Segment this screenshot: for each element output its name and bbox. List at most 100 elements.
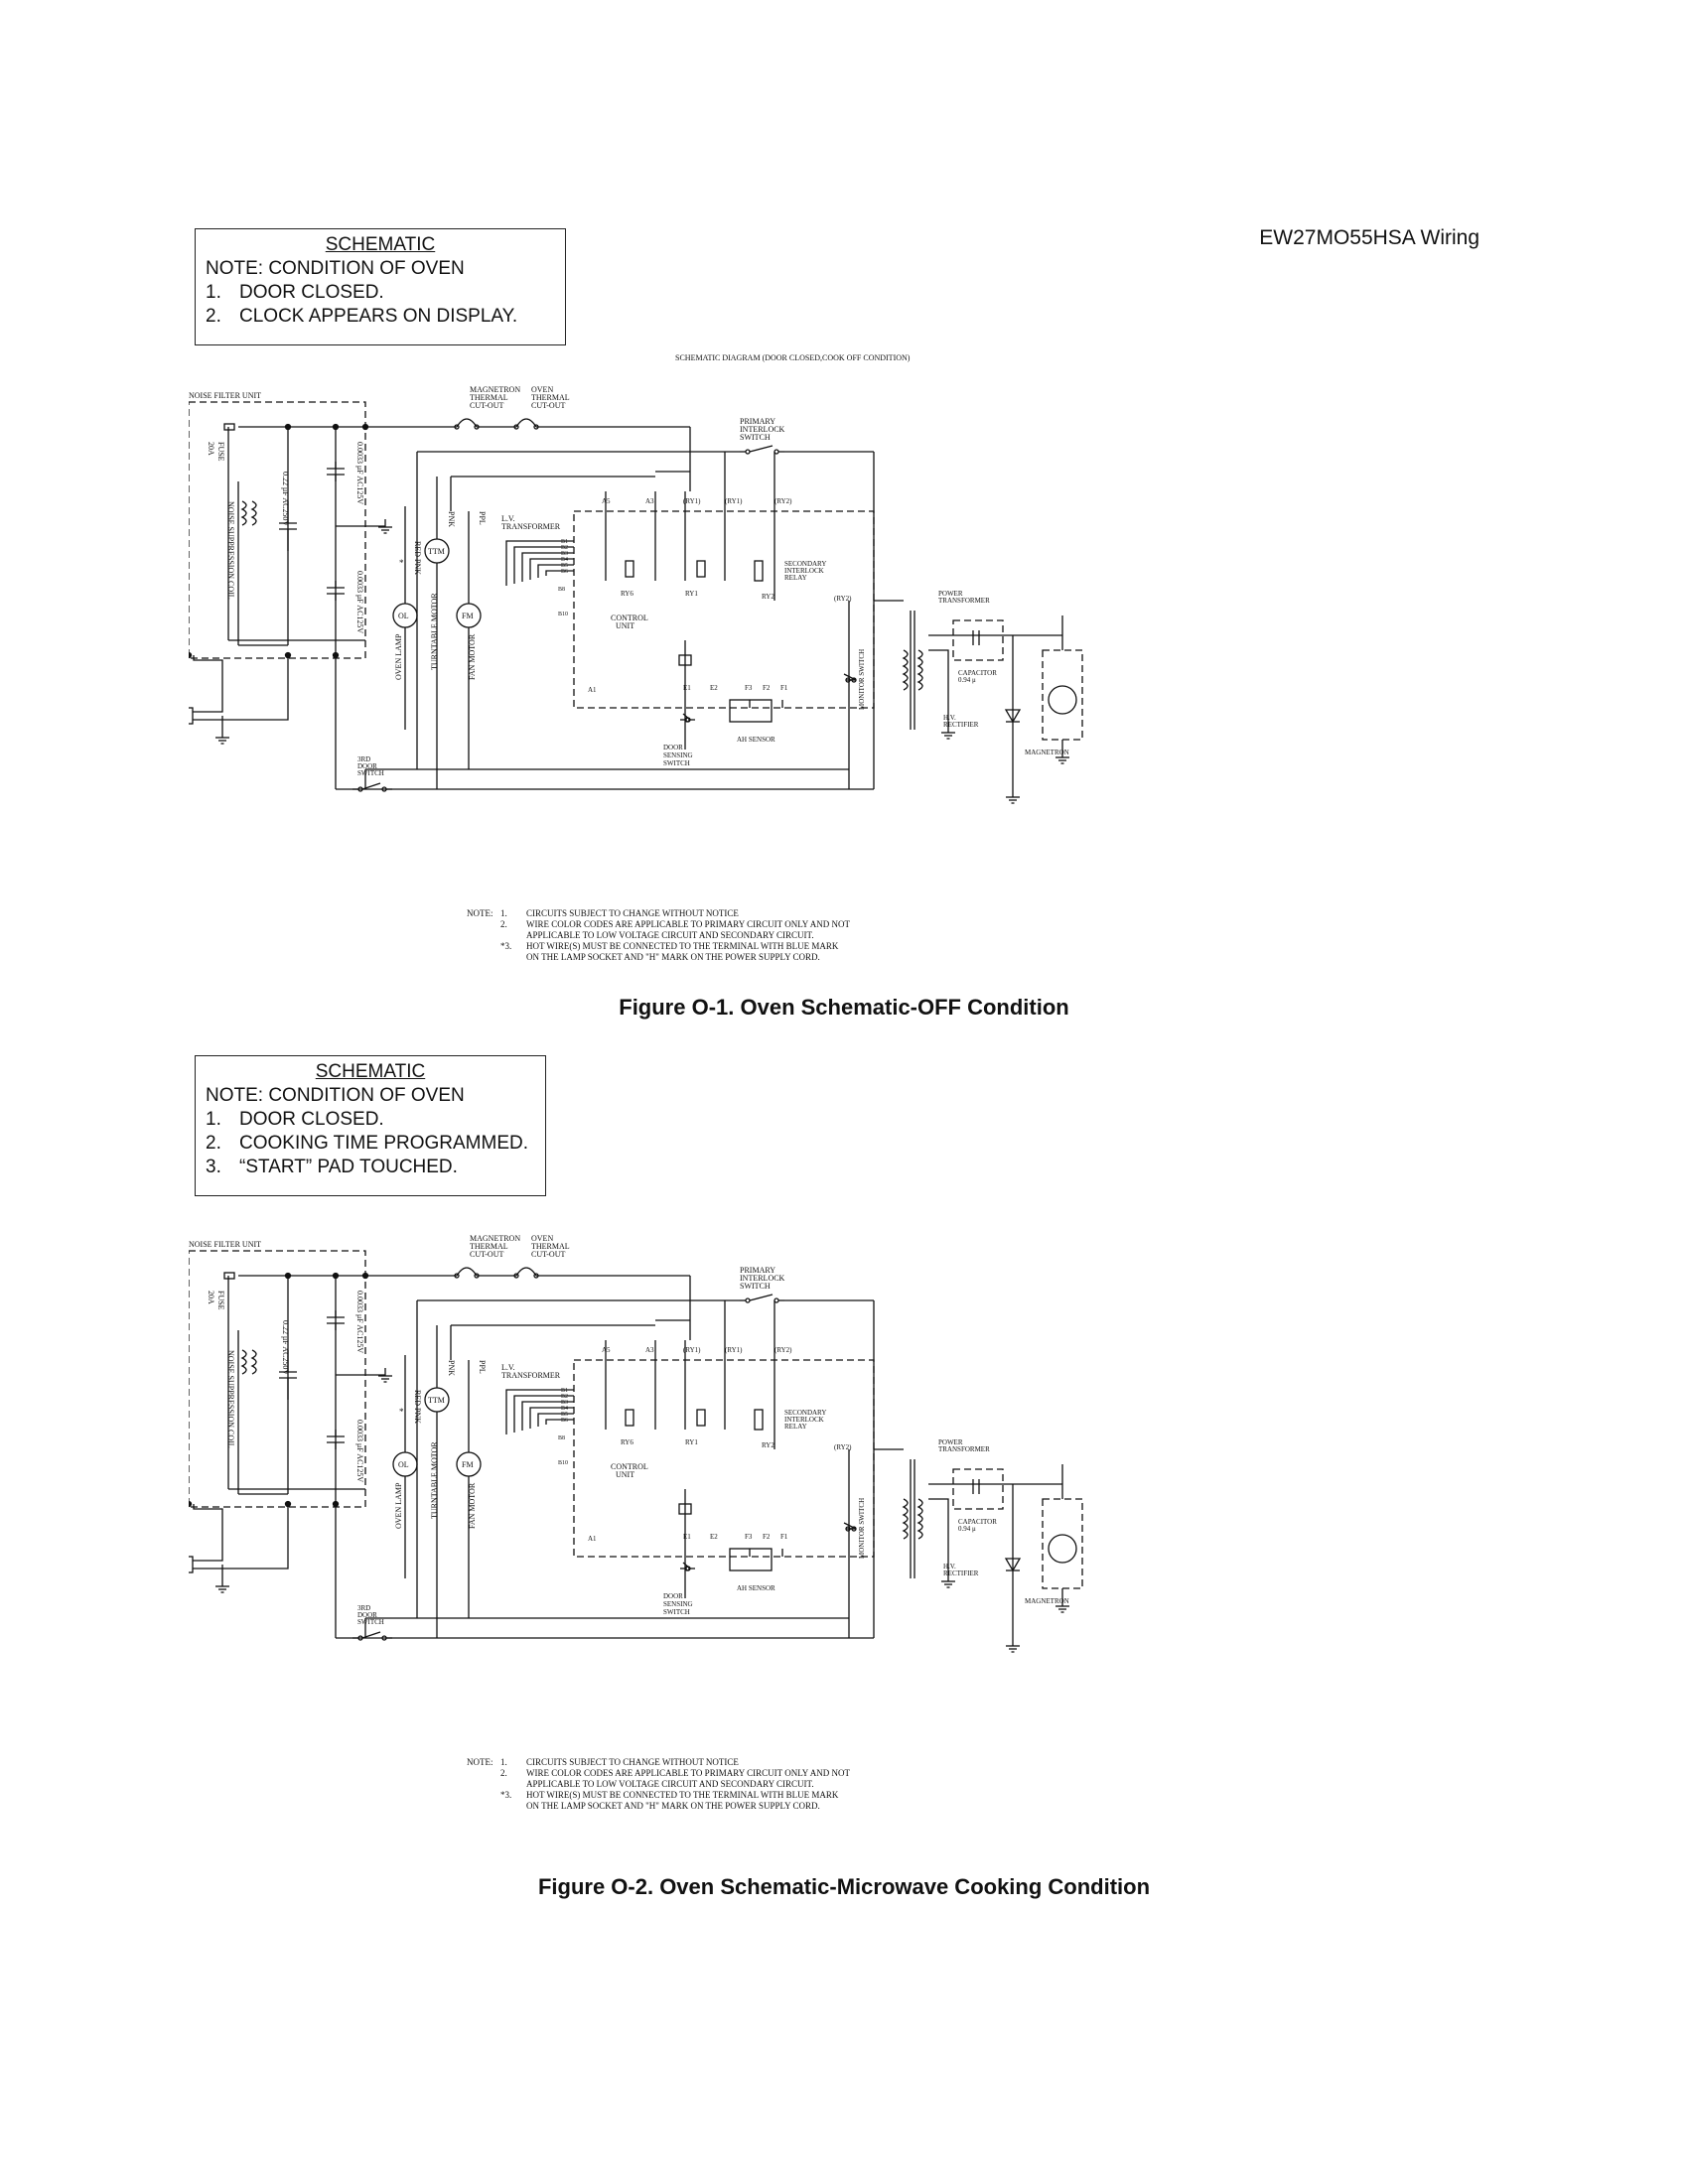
component-label: (RY1) [683, 1346, 701, 1354]
note-item-text: COOKING TIME PROGRAMMED. [239, 1133, 529, 1154]
component-label: 0.22 μF AC250V [281, 472, 290, 526]
component-label: F2 [763, 684, 771, 692]
component-label: RY1 [685, 1438, 698, 1446]
component-label: TTM [428, 1396, 445, 1405]
component-label: THERMAL [531, 393, 570, 402]
relay-coil-ry6 [625, 560, 634, 578]
component-label: L.V. [501, 514, 515, 523]
note-text: HOT WIRE(S) MUST BE CONNECTED TO THE TER… [526, 941, 839, 951]
note-item: 1. DOOR CLOSED. [206, 281, 555, 305]
component-label: TURNTABLE MOTOR [430, 593, 439, 670]
wire [843, 673, 857, 681]
schematic-svg: SCHEMATIC DIAGRAM (DOOR CLOSED,COOK OFF … [189, 353, 1083, 804]
power-plug [189, 1556, 194, 1573]
hot-wire-marker: * [399, 558, 404, 568]
magnetron-box [1042, 649, 1083, 741]
hv-rectifier-diode [1004, 1558, 1022, 1572]
component-label: RY2 [762, 593, 774, 601]
component-label: H.V. [943, 1563, 956, 1570]
component-label: B3 [561, 551, 568, 557]
component-label: PRIMARY [740, 417, 775, 426]
component-label: RED PNK [413, 541, 422, 575]
schematic-note-box: SCHEMATIC NOTE: CONDITION OF OVEN 1. DOO… [195, 228, 566, 345]
junction-dot [284, 423, 292, 431]
control-unit [573, 510, 875, 709]
component-label: SWITCH [740, 433, 771, 442]
terminal [513, 1273, 519, 1279]
component-label: (RY1) [725, 497, 743, 505]
note-item-text: “START” PAD TOUCHED. [239, 1157, 458, 1177]
component-label: MAGNETRON [470, 1234, 520, 1243]
component-label: (RY1) [683, 497, 701, 505]
component-label: RELAY [784, 1423, 807, 1431]
component-label: A3 [645, 1346, 654, 1354]
noise-filter-label: NOISE FILTER UNIT [189, 391, 261, 400]
component-label: AH SENSOR [737, 736, 775, 744]
component-label: OVEN LAMP [394, 633, 403, 680]
component-label: F1 [780, 684, 788, 692]
note-text: CIRCUITS SUBJECT TO CHANGE WITHOUT NOTIC… [526, 1757, 739, 1767]
noise-suppression-coil [240, 500, 247, 526]
component-label: SWITCH [357, 1618, 384, 1626]
lv-transformer-winding [505, 1389, 574, 1434]
note-number: 2. [500, 1768, 507, 1778]
component-label: B1 [561, 1388, 568, 1394]
note-item-number: 1. [206, 282, 221, 303]
ah-sensor [729, 699, 773, 723]
note-heading: SCHEMATIC [325, 234, 436, 255]
note-number: 1. [500, 1757, 507, 1767]
component-label: B2 [561, 545, 568, 551]
schematic-notes: NOTE:1.CIRCUITS SUBJECT TO CHANGE WITHOU… [467, 908, 850, 963]
diode-symbol [678, 1503, 692, 1515]
component-label: MAGNETRON [1025, 1597, 1069, 1605]
component-label: UNIT [616, 621, 634, 630]
control-unit [573, 1359, 875, 1558]
wire [928, 649, 949, 725]
lv-transformer-winding [521, 1401, 574, 1431]
component-label: CAPACITOR [958, 1518, 997, 1526]
component-label: SENSING [663, 751, 693, 759]
component-label: OL [398, 612, 409, 620]
component-label: FUSE [216, 1291, 225, 1310]
note-text: CIRCUITS SUBJECT TO CHANGE WITHOUT NOTIC… [526, 908, 739, 918]
component-label: POWER [938, 590, 963, 598]
component-label: FUSE [216, 442, 225, 462]
junction-dot [332, 423, 340, 431]
note-number: *3. [500, 1790, 512, 1800]
component-label: 3RD [357, 755, 370, 763]
component-label: CUT-OUT [470, 401, 503, 410]
lv-transformer-winding [529, 1407, 574, 1429]
component-label: FAN MOTOR [468, 633, 477, 680]
note-item: 1. DOOR CLOSED. [206, 1108, 535, 1132]
note-number: *3. [500, 941, 512, 951]
component-label: SECONDARY [784, 560, 826, 568]
component-label: A1 [588, 686, 597, 694]
notes-label: NOTE: [467, 1757, 493, 1767]
component-label: B4 [561, 557, 568, 563]
component-label: RY6 [621, 590, 633, 598]
component-label: RY1 [685, 590, 698, 598]
terminal [454, 1273, 460, 1279]
notes-label: NOTE: [467, 908, 493, 918]
note-text: WIRE COLOR CODES ARE APPLICABLE TO PRIMA… [526, 919, 850, 929]
noise-filter-unit [189, 401, 366, 659]
hot-wire-marker: * [399, 1407, 404, 1417]
wire [193, 1504, 289, 1570]
note-item-number: 1. [206, 1109, 221, 1130]
component-label: PPL [478, 511, 487, 525]
note-item-number: 2. [206, 306, 221, 327]
magnetron-tube [1048, 1534, 1077, 1564]
ah-sensor [729, 1548, 773, 1571]
noise-suppression-coil [240, 1349, 247, 1375]
component-label: E2 [710, 1533, 718, 1541]
component-label: SWITCH [740, 1282, 771, 1291]
lv-transformer-winding [513, 546, 574, 584]
component-label: OVEN [531, 1234, 553, 1243]
component-label: B8 [558, 587, 565, 593]
thermal-cutout [515, 418, 537, 428]
component-label: OVEN [531, 385, 553, 394]
component-label: SWITCH [357, 769, 384, 777]
note-text: ON THE LAMP SOCKET AND "H" MARK ON THE P… [526, 1801, 820, 1811]
component-label: TTM [428, 547, 445, 556]
